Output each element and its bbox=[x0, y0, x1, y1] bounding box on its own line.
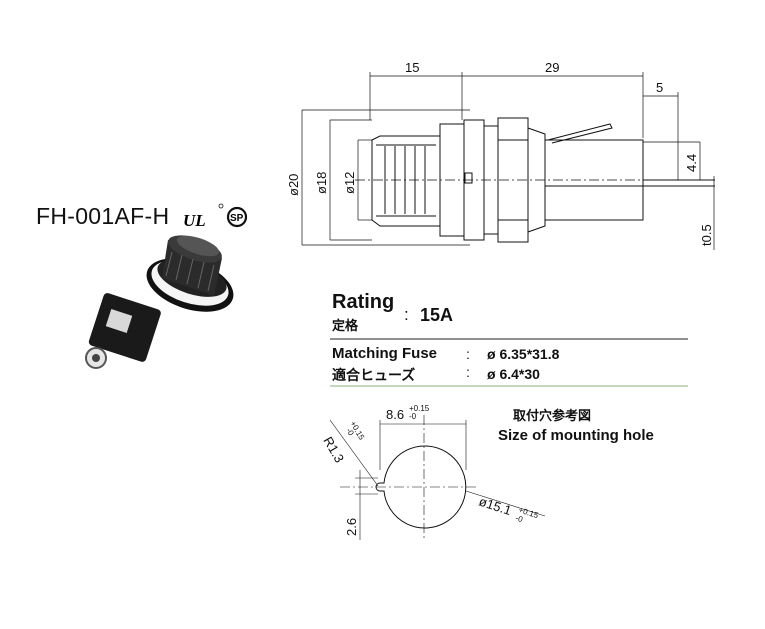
matching-fuse-label-en: Matching Fuse bbox=[332, 345, 438, 362]
side-view-drawing bbox=[355, 117, 715, 243]
dim-thickness: t0.5 bbox=[699, 224, 714, 246]
matching-fuse-colon-2: : bbox=[466, 364, 470, 380]
rating-colon: : bbox=[404, 305, 409, 324]
dim-length-c: 5 bbox=[656, 80, 663, 95]
dim-length-a: 15 bbox=[405, 60, 419, 75]
dim-height-a: 4.4 bbox=[684, 154, 699, 172]
matching-fuse-label-jp: 適合ヒューズ bbox=[332, 367, 416, 383]
svg-text:SP: SP bbox=[230, 213, 244, 224]
dim-diameter-inner: ø12 bbox=[342, 172, 357, 194]
matching-fuse-value-2: ø 6.4*30 bbox=[487, 366, 540, 382]
matching-fuse-value-1: ø 6.35*31.8 bbox=[487, 346, 560, 362]
mounting-hole-label-en: Size of mounting hole bbox=[498, 427, 654, 444]
matching-fuse-colon-1: : bbox=[466, 346, 470, 362]
rating-value: 15A bbox=[420, 305, 454, 325]
dim-hole-diameter-tol-bot: -0 bbox=[514, 513, 524, 524]
svg-text:UL: UL bbox=[183, 211, 206, 230]
model-number: FH-001AF-H bbox=[36, 203, 170, 229]
dimension-lines bbox=[301, 72, 715, 250]
dim-hole-width-tol-top: +0.15 bbox=[409, 404, 430, 413]
dim-diameter-outer: ø20 bbox=[286, 174, 301, 196]
fuse-holder-photo bbox=[85, 235, 234, 369]
dim-hole-diameter: ø15.1 bbox=[477, 494, 513, 519]
mounting-hole-label-jp: 取付穴参考図 bbox=[513, 408, 592, 423]
mounting-hole-drawing bbox=[329, 415, 546, 540]
dim-notch-depth: 2.6 bbox=[344, 518, 359, 536]
dim-diameter-mid: ø18 bbox=[314, 172, 329, 194]
dim-radius: R1.3 bbox=[320, 434, 347, 465]
dim-radius-tol-bot: -0 bbox=[344, 427, 356, 438]
dim-length-b: 29 bbox=[545, 60, 559, 75]
csa-certification-mark: SP bbox=[226, 206, 248, 228]
dim-hole-width-tol-bot: -0 bbox=[409, 412, 417, 421]
ul-certification-mark: UL bbox=[183, 203, 224, 230]
rating-label-en: Rating bbox=[332, 291, 395, 313]
rating-label-jp: 定格 bbox=[332, 318, 359, 333]
dim-hole-width: 8.6 bbox=[386, 407, 404, 422]
